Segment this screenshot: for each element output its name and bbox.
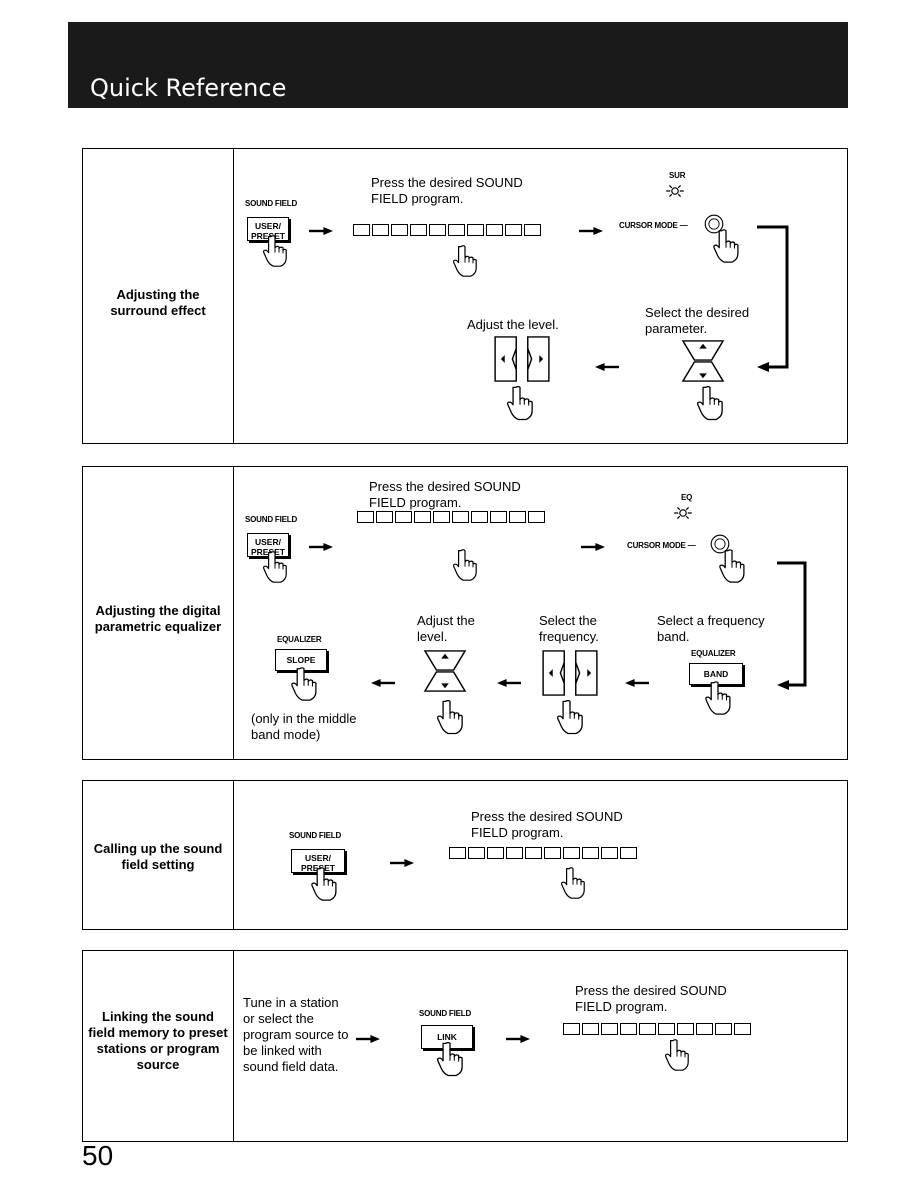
hand-press-icon [453,245,477,277]
instruction-select-frequency: Select the frequency. [539,613,599,644]
instruction-adjust: Adjust the level. [417,613,475,644]
header-banner: Quick Reference [68,22,848,108]
section-calling-sound-field: Calling up the sound field setting SOUND… [82,780,848,930]
eq-indicator-label: EQ [681,493,693,502]
section-parametric-equalizer: Adjusting the digital parametric equaliz… [82,466,848,760]
up-down-button[interactable] [423,649,467,693]
arrow-right-icon [581,543,605,551]
hand-press-icon [705,681,731,715]
instruction-select: Select the desired parameter. [645,305,750,336]
sound-field-label: SOUND FIELD [419,1009,472,1018]
section-linking-sound-field: Linking the sound field memory to preset… [82,950,848,1142]
sound-field-program-buttons[interactable] [563,1023,751,1035]
section-title: Adjusting the digital parametric equaliz… [94,603,222,634]
hand-press-icon [263,551,287,583]
instruction-adjust: Adjust the level. [467,317,559,332]
arrow-right-icon [309,227,333,235]
section-title: Calling up the sound field setting [93,841,223,872]
page-title: Quick Reference [90,74,287,102]
arrow-left-icon [371,679,395,687]
arrow-right-icon [579,227,603,235]
hand-press-icon [719,549,745,583]
flow-arrow-icon [777,561,807,690]
instruction-tune: Tune in a station or select the program … [243,995,349,1074]
arrow-right-icon [505,1035,531,1043]
section-title: Adjusting the surround effect [110,287,206,318]
hand-press-icon [437,699,463,735]
section-surround-effect: Adjusting the surround effect SOUND FIEL… [82,148,848,444]
up-down-button[interactable] [681,339,725,383]
sound-field-label: SOUND FIELD [289,831,342,840]
hand-press-icon [311,867,337,901]
section-title: Linking the sound field memory to preset… [88,1009,228,1072]
sound-field-label: SOUND FIELD [245,515,298,524]
hand-press-icon [507,385,533,421]
sur-indicator-icon [663,183,687,199]
section-label-cell: Linking the sound field memory to preset… [83,951,234,1141]
sur-indicator-label: SUR [669,171,686,180]
instruction-press: Press the desired SOUND FIELD program. [369,479,521,510]
note-middle-band: (only in the middle band mode) [251,711,357,742]
hand-press-icon [713,229,739,263]
arrow-right-icon [309,543,333,551]
hand-press-icon [291,667,317,701]
arrow-left-icon [595,363,619,371]
eq-indicator-icon [671,505,695,521]
instruction-select-freq-band: Select a frequency band. [657,613,765,644]
sound-field-label: SOUND FIELD [245,199,298,208]
hand-press-icon [557,699,583,735]
equalizer-label: EQUALIZER [277,635,322,644]
flow-arrow-icon [757,225,789,372]
instruction-press: Press the desired SOUND FIELD program. [371,175,523,206]
cursor-mode-label: CURSOR MODE — [627,541,696,550]
sound-field-program-buttons[interactable] [449,847,637,859]
hand-press-icon [665,1039,689,1071]
arrow-right-icon [355,1035,381,1043]
page-number: 50 [82,1140,114,1171]
arrow-left-icon [497,679,521,687]
sound-field-program-buttons[interactable] [353,224,541,236]
arrow-left-icon [625,679,649,687]
section-label-cell: Adjusting the digital parametric equaliz… [83,467,234,759]
hand-press-icon [437,1041,463,1077]
hand-press-icon [453,549,477,581]
hand-press-icon [561,867,585,899]
hand-press-icon [697,385,723,421]
section-label-cell: Adjusting the surround effect [83,149,234,443]
arrow-right-icon [389,859,415,867]
left-right-button[interactable] [541,649,599,697]
instruction-press: Press the desired SOUND FIELD program. [471,809,623,840]
left-right-button[interactable] [493,335,551,383]
sound-field-program-buttons[interactable] [357,511,545,523]
cursor-mode-label: CURSOR MODE — [619,221,688,230]
instruction-press: Press the desired SOUND FIELD program. [575,983,727,1014]
equalizer-label: EQUALIZER [691,649,736,658]
hand-press-icon [263,235,287,267]
section-label-cell: Calling up the sound field setting [83,781,234,929]
